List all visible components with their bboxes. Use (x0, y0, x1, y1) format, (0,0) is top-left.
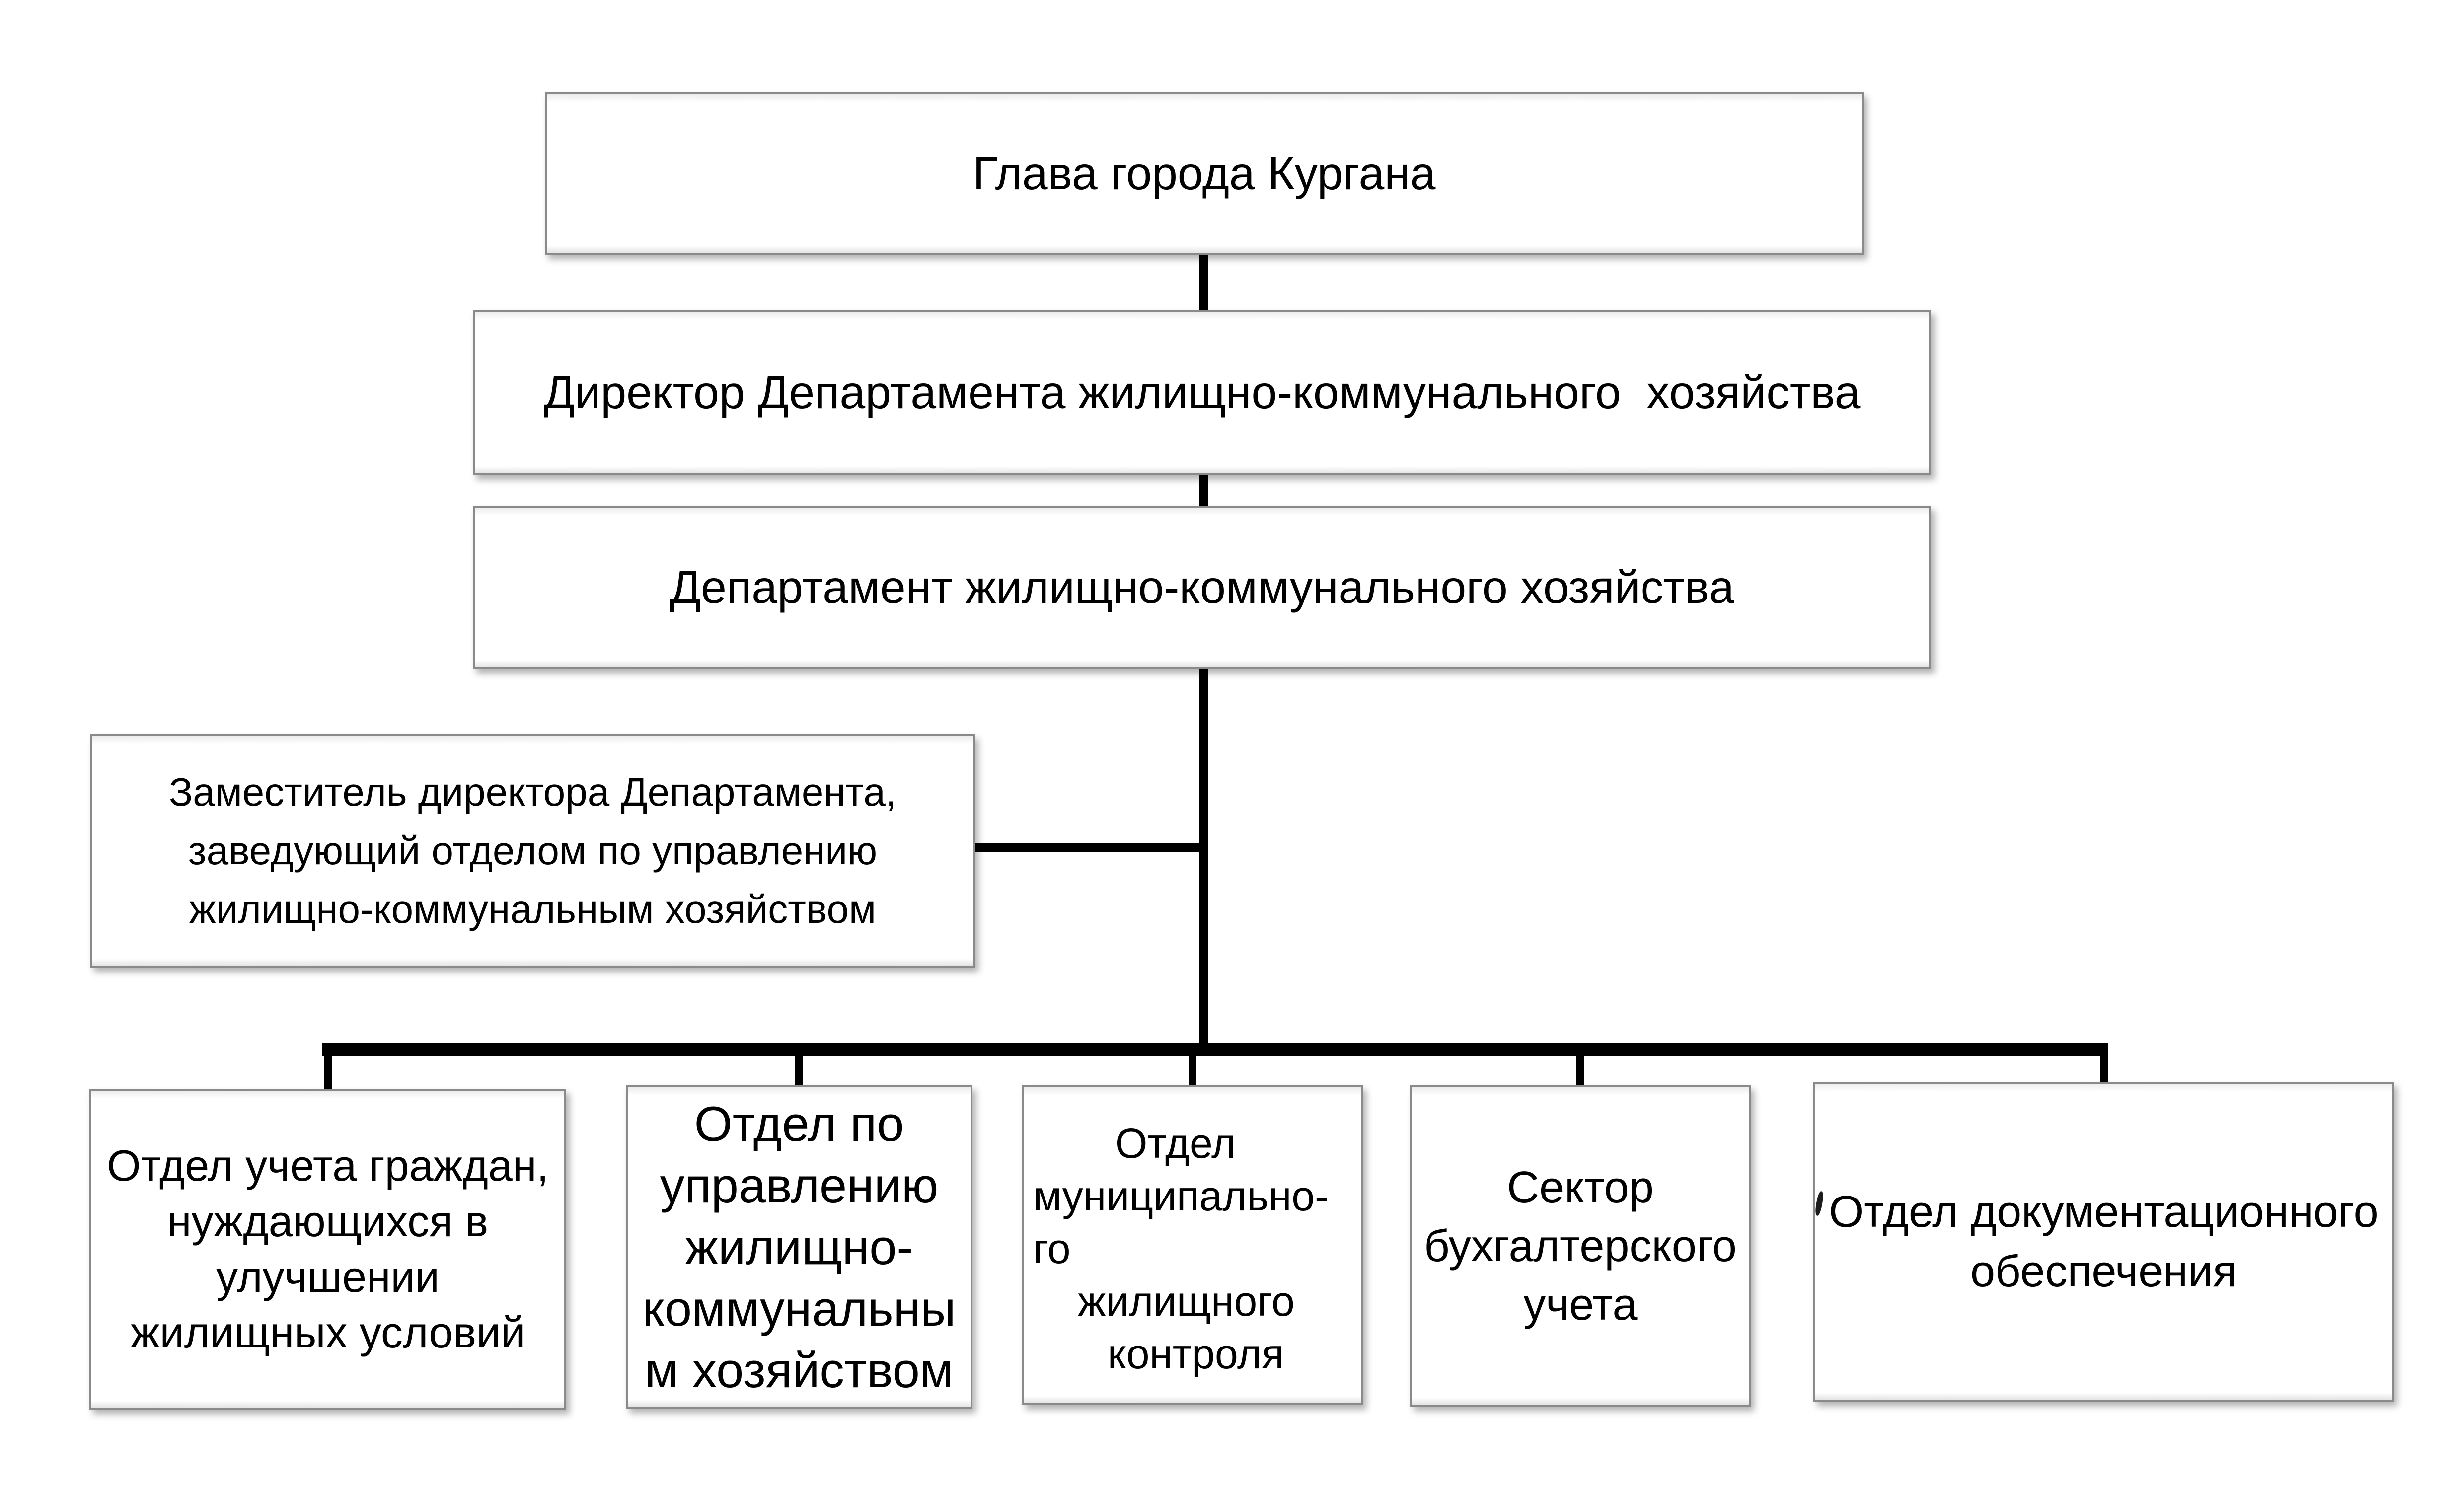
connector-deputy-horizontal (971, 843, 1204, 852)
connector-drop-accounting (1576, 1053, 1584, 1091)
connector-distribution-bar (322, 1043, 2108, 1056)
municipal-control-line-3: го (1033, 1225, 1071, 1272)
node-director-label: Директор Департамента жилищно-коммунальн… (543, 367, 1861, 418)
node-unit-citizens-registration: Отдел учета граждан, нуждающихся в улучш… (89, 1089, 566, 1410)
node-deputy-director-label: Заместитель директора Департамента, заве… (168, 770, 897, 931)
node-unit-municipal-housing-control: Отдел муниципально- го жилищного контрол… (1022, 1085, 1363, 1405)
node-unit-housing-management: Отдел по управлению жилищно- коммунальны… (626, 1085, 972, 1409)
connector-drop-documentation (2100, 1053, 2108, 1091)
connector-drop-citizens (324, 1053, 332, 1091)
node-unit-citizens-registration-label: Отдел учета граждан, нуждающихся в улучш… (107, 1141, 549, 1357)
node-unit-documentation-support: Отдел документационного обеспечения (1813, 1082, 2394, 1402)
municipal-control-line-5: контроля (1108, 1331, 1284, 1377)
connector-director-to-department (1199, 474, 1208, 508)
connector-drop-municipal (1189, 1053, 1196, 1091)
connector-drop-housing (795, 1053, 803, 1091)
connector-head-to-director (1199, 254, 1208, 312)
node-sector-accounting: Сектор бухгалтерского учета (1410, 1085, 1751, 1407)
municipal-control-line-1: Отдел (1115, 1120, 1236, 1167)
node-unit-housing-management-label: Отдел по управлению жилищно- коммунальны… (642, 1096, 956, 1398)
node-sector-accounting-label: Сектор бухгалтерского учета (1424, 1162, 1737, 1330)
node-head-of-city: Глава города Кургана (545, 92, 1864, 255)
connector-trunk-vertical (1199, 668, 1208, 1044)
node-department-label: Департамент жилищно-коммунального хозяйс… (670, 561, 1734, 613)
node-deputy-director: Заместитель директора Департамента, заве… (90, 734, 975, 968)
municipal-control-line-4: жилищного (1078, 1278, 1295, 1325)
node-department: Департамент жилищно-коммунального хозяйс… (473, 506, 1931, 669)
node-director: Директор Департамента жилищно-коммунальн… (473, 310, 1931, 475)
municipal-control-line-2: муниципально- (1033, 1173, 1329, 1219)
node-head-of-city-label: Глава города Кургана (972, 148, 1436, 199)
node-unit-documentation-support-label: Отдел документационного обеспечения (1829, 1187, 2379, 1296)
